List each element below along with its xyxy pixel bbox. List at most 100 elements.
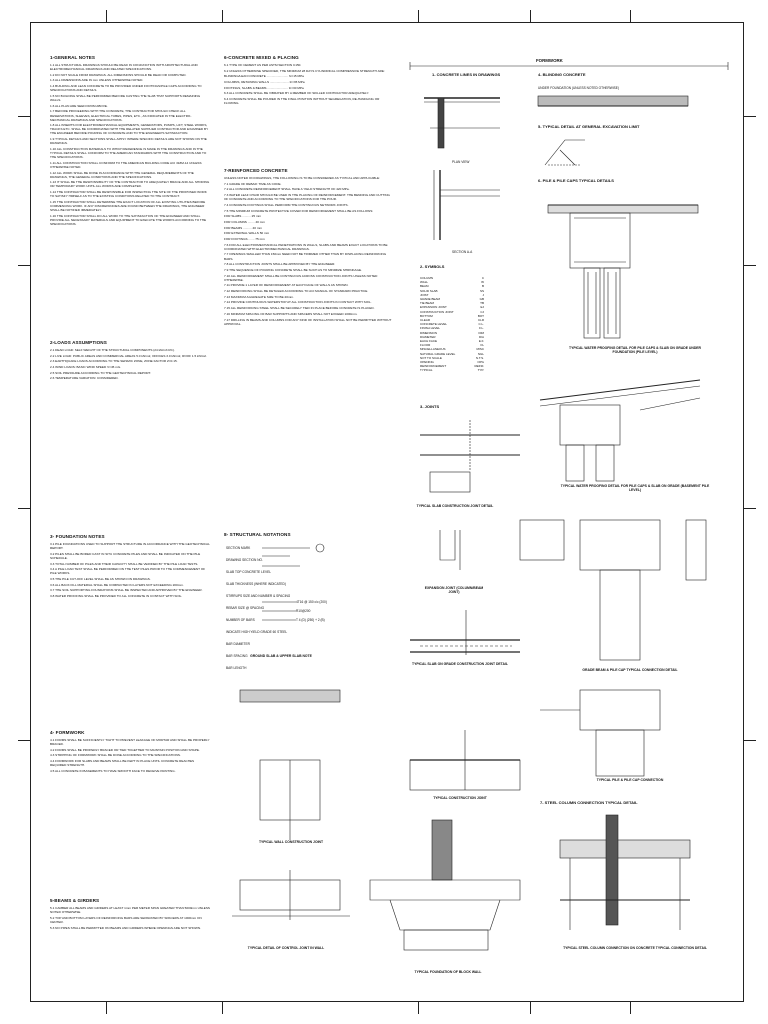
detail-caption: GRADE BEAM & PILE CAP TYPICAL CONNECTION… <box>582 668 678 672</box>
detail-caption: PLAN VIEW <box>452 160 470 164</box>
note-line: 1.12 ALL WORK SHALL BE DONE IN ACCORDANC… <box>50 170 194 179</box>
note-line: 4.5 ALL CONCRETE IN BASEMENTS TO HAVE SM… <box>50 768 176 773</box>
symbol-abbrev: OPG <box>477 360 484 365</box>
note-line: 1.16 THE CONTRACTOR SHALL DO ALL WORK TO… <box>50 213 207 226</box>
symbol-abbrev: DIM <box>478 330 485 335</box>
section-title: 4- FORMWORK <box>50 730 85 735</box>
note-line: 3.8 WATER PROOFING SHALL BE PROVIDED TO … <box>50 594 183 599</box>
note-line: 3.4 A PILE LOAD TEST SHALL BE PERFORMED … <box>50 567 206 576</box>
note-line: 3.6 ALL BACK FILL MATERIAL SHALL BE COMP… <box>50 582 184 587</box>
note-line: STIRRUPS SIZE AND NUMBER & SPACING <box>226 594 291 598</box>
loads-section: 2-LOADS ASSUMPTIONS 2.1 DEAD LOAD: SELF … <box>50 340 210 530</box>
symbol-row: WALL W <box>420 280 484 284</box>
symbol-abbrev: E.F. <box>478 339 484 344</box>
note-line: 5.3 NO PIPES SHALL BE PERMITTED ON BEAMS… <box>50 925 201 930</box>
note-line: NUMBER OF BARS <box>226 618 255 622</box>
note-line: 1.7 BEFORE PROCEEDING WITH THE CONCRETE,… <box>50 109 192 122</box>
note-line: 1.14 THE CONTRACTOR SHALL BE RESPONSIBLE… <box>50 190 207 199</box>
detail-caption: TYPICAL SLAB CONSTRUCTION JOINT DETAIL <box>416 504 494 508</box>
symbol-label: DIMENSION <box>420 330 438 335</box>
grid-tick <box>222 1002 223 1014</box>
section-title: 3- FOUNDATION NOTES <box>50 534 105 539</box>
symbol-label: GRADE BEAM <box>420 297 441 302</box>
notes-list: 2.1 DEAD LOAD: SELF WEIGHT OF THE STRUCT… <box>50 348 210 381</box>
formwork-notes-section: 4- FORMWORK 4.1 FORMS SHALL BE SUFFICIEN… <box>50 730 210 890</box>
notation-sample: T 4 (D) (250) + 2 (B) <box>296 618 325 622</box>
detail-caption: TYPICAL PILE & PILE CAP CONNECTION <box>596 778 664 782</box>
grid-tick <box>744 265 756 266</box>
note-line: BAR DIAMETER <box>226 642 250 646</box>
detail-title: 1- CONCRETE LINES IN DRAWINGS <box>432 72 501 77</box>
note-line: FOR BEAMS .......... 40 mm <box>224 225 262 230</box>
symbol-row: GRADE BEAM GB <box>420 297 484 301</box>
detail-title: 5- TYPICAL DETAIL AT GENERAL EXCAVATION … <box>538 124 640 129</box>
symbol-row: MISCELLANEOUS MISC <box>420 347 484 351</box>
detail-caption: TYPICAL WALL CONSTRUCTION JOINT <box>258 840 324 844</box>
note-line: 2.5 SOIL PRESSURE ACCORDING TO THE GEOTE… <box>50 370 151 375</box>
symbol-abbrev: W <box>481 280 484 285</box>
symbol-abbrev: B <box>481 284 484 289</box>
section-title: 5-BEAMS & GIRDERS <box>50 898 100 903</box>
note-line: 7.11 PROVIDE 1 LAYER OF REINFORCEMENT AT… <box>224 283 349 288</box>
note-line: 7.9 THE SEQUENCE OF POURING CONCRETE SHA… <box>224 267 362 272</box>
symbol-label: EXPANSION JOINT <box>420 305 447 310</box>
note-line: 7.1 GRADE OF REBAR: TIME AS CODE. <box>224 181 282 186</box>
detail-title: 6- PILE & PILE CAPS TYPICAL DETAILS <box>538 178 614 183</box>
grid-tick <box>744 116 756 117</box>
section-title: 2-LOADS ASSUMPTIONS <box>50 340 107 345</box>
symbol-abbrev: FL <box>480 343 484 348</box>
detail-caption: GROUND SLAB & UPPER SLAB NOTE <box>250 654 312 658</box>
symbol-label: CLEAR <box>420 318 431 323</box>
note-line: FOR EXTERNAL WALLS 50 mm <box>224 231 270 236</box>
note-line: 7.3 WATER LEAF CHAIR SHOULD BE USED IN T… <box>224 193 390 202</box>
detail-caption: TYPICAL DETAIL OF CONTROL JOINT IN WALL <box>247 946 325 950</box>
symbol-label: CONCRETE LEVEL <box>420 322 448 327</box>
note-line: 7.8 ALL CONSTRUCTION JOINTS SHALL BE APP… <box>224 262 336 267</box>
symbol-label: COLUMN <box>420 276 434 280</box>
note-line: 7.13 MAXIMUM AGGREGATE SIZE TO BE 20mm. <box>224 294 294 299</box>
symbol-abbrev: C <box>481 276 484 280</box>
symbol-label: WALL <box>420 280 429 285</box>
symbol-label: JOIST <box>420 292 429 297</box>
notes-list: UNLESS NOTED ON DRAWINGS, THE FOLLOWING … <box>224 176 394 326</box>
section-title: 8- STRUCTURAL NOTATIONS <box>224 532 291 537</box>
general-notes-section: 1-GENERAL NOTES 1.1 ALL STRUCTURAL DRAWI… <box>50 55 210 335</box>
symbol-abbrev: TB <box>480 301 484 306</box>
detail-caption: SECTION A-A <box>452 250 473 254</box>
symbol-abbrev: DIA <box>478 334 484 339</box>
symbol-abbrev: MISC <box>476 347 485 352</box>
note-line: 7.5 THE MINIMUM CONCRETE PROTECTIVE COVE… <box>224 208 374 213</box>
symbol-abbrev: GB <box>479 297 484 302</box>
note-line: 6.4 CONCRETE SHALL BE POURED IN THE FINA… <box>224 97 380 106</box>
note-line: BAR SPACING <box>226 654 248 658</box>
section-title: 6-CONCRETE MIXED & PLACING <box>224 55 299 60</box>
detail-caption: EXPANSION JOINT (COLUMN/BEAM JOINT) <box>424 586 484 594</box>
grid-tick <box>630 1002 631 1014</box>
notation-sample: 4T16 @ 150 c/c (200) <box>296 600 327 604</box>
note-line: 7.10 ALL REINFORCEMENT SHALL BE CONTINUO… <box>224 273 378 282</box>
note-line: 2.6 TEMPERATURE VARIATION: CONSIDERED. <box>50 376 119 381</box>
note-line: 1.6 ALL PLAN ARE SEEN FROM ABOVE. <box>50 103 108 108</box>
note-line: UNLESS NOTED ON DRAWINGS, THE FOLLOWING … <box>224 176 380 180</box>
detail-caption: TYPICAL CONSTRUCTION JOINT <box>433 796 487 800</box>
symbol-label: FINISH LEVEL <box>420 326 441 331</box>
grid-tick <box>418 10 419 22</box>
symbol-abbrev: SS <box>479 288 484 293</box>
note-line: 1.8 ALL INSERTS FOR ELECTROMECHANICAL EQ… <box>50 123 209 136</box>
joints-title: 3- JOINTS <box>420 404 440 409</box>
grid-tick <box>630 10 631 22</box>
symbol-label: MISCELLANEOUS <box>420 347 446 352</box>
grid-tick <box>744 508 756 509</box>
symbol-abbrev: N.T.S. <box>475 355 484 360</box>
note-line: DRAWING SECTION NO. <box>226 558 263 562</box>
note-line: REBAR SIZE @ SPACING <box>226 606 265 610</box>
note-line: 4.3 STRIPPING OF FORMWORK SHALL BE DONE … <box>50 753 181 758</box>
